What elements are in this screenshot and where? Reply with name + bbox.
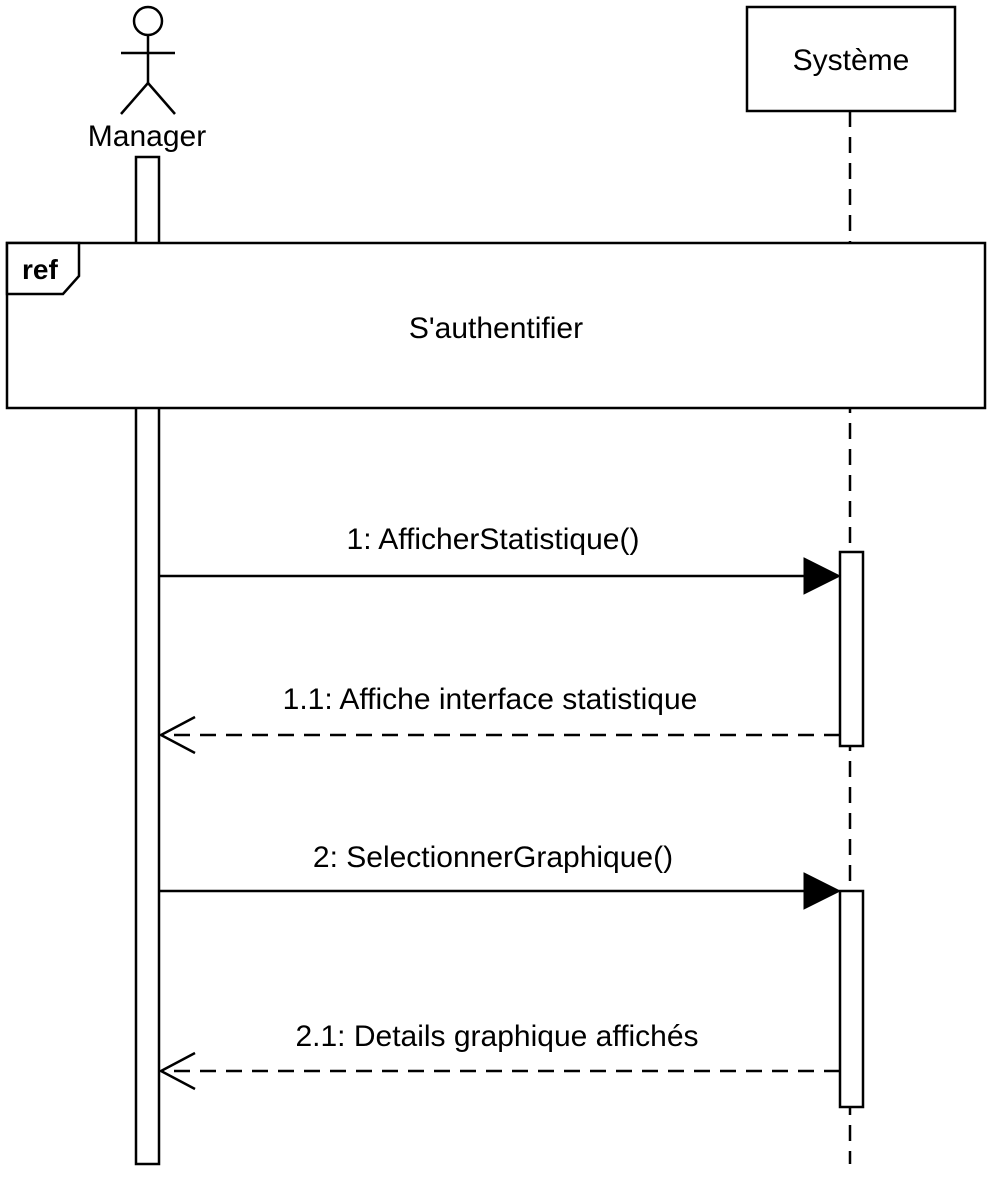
actor-manager: Manager (88, 5, 206, 153)
open-arrowhead-icon (158, 1051, 196, 1091)
systeme-activation-bar-1 (838, 550, 865, 748)
message-1-1: 1.1: Affiche interface statistique (158, 683, 840, 755)
message-label: 1.1: Affiche interface statistique (283, 683, 698, 716)
participant-box (745, 5, 957, 113)
ref-name-label: S'authentifier (409, 312, 583, 345)
message-label: 2.1: Details graphique affichés (295, 1020, 698, 1053)
open-arrowhead-icon (158, 715, 196, 755)
filled-arrowhead-icon (803, 557, 842, 595)
ref-operator-label: ref (22, 254, 58, 285)
participant-label: Système (793, 44, 910, 77)
stick-figure-icon (120, 5, 176, 115)
message-2: 2: SelectionnerGraphique() (159, 841, 842, 910)
actor-label: Manager (88, 120, 206, 153)
ref-frame-box (5, 241, 987, 410)
message-label: 2: SelectionnerGraphique() (313, 841, 673, 874)
ref-frame-tab (5, 241, 81, 296)
filled-arrowhead-icon (803, 872, 842, 910)
systeme-activation-bar-2 (838, 889, 865, 1109)
ref-frame: ref S'authentifier (5, 241, 987, 410)
message-2-1: 2.1: Details graphique affichés (158, 1020, 840, 1091)
message-label: 1: AfficherStatistique() (347, 523, 640, 556)
participant-systeme: Système (745, 5, 957, 113)
message-1: 1: AfficherStatistique() (159, 523, 842, 595)
